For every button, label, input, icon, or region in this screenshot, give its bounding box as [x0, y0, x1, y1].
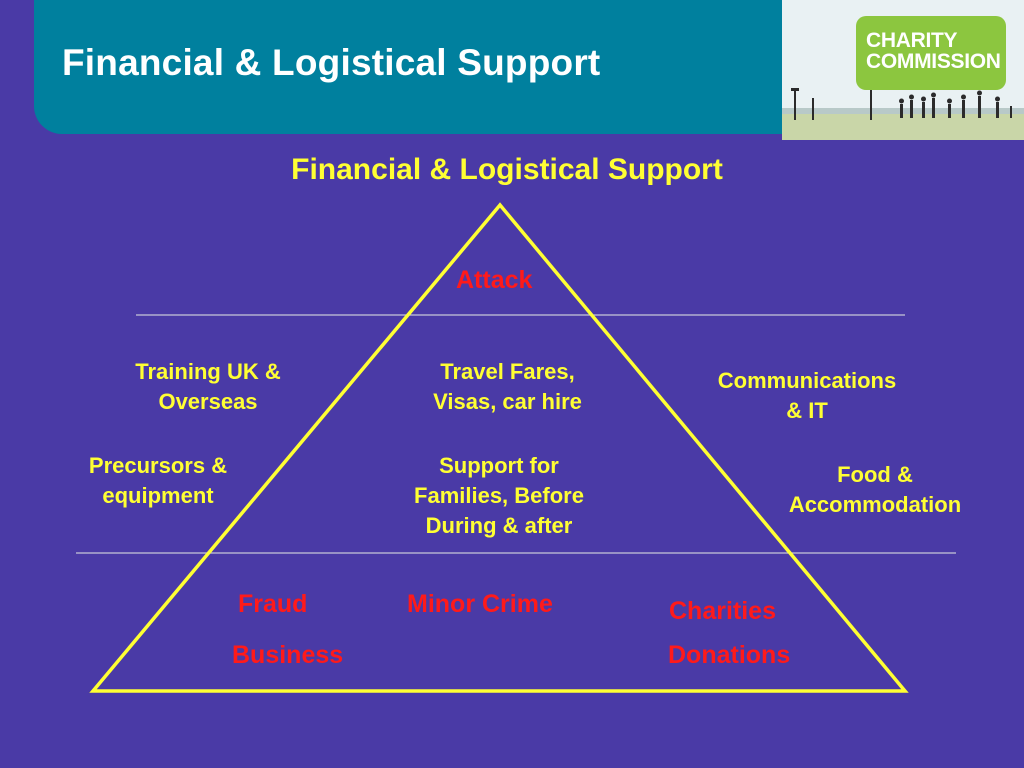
logo-line-2: COMMISSION: [866, 50, 1001, 73]
label-family-support: Support for Families, Before During & af…: [414, 453, 584, 538]
label-donations: Donations: [668, 641, 791, 669]
label-business: Business: [232, 641, 344, 669]
label-charities: Charities: [669, 597, 776, 625]
charity-commission-logo: CHARITY COMMISSION: [856, 16, 1006, 90]
label-travel: Travel Fares, Visas, car hire: [433, 359, 582, 414]
diagram-title: Financial & Logistical Support: [291, 153, 723, 186]
label-food: Food & Accommodation: [788, 462, 962, 517]
logo-line-1: CHARITY: [866, 29, 958, 52]
label-fraud: Fraud: [238, 590, 308, 618]
page-title: Financial & Logistical Support: [62, 42, 601, 83]
title-bar: Financial & Logistical Support: [34, 0, 794, 134]
apex-label-attack: Attack: [456, 266, 533, 294]
pyramid-outline: [89, 202, 909, 693]
label-minor-crime: Minor Crime: [407, 590, 553, 618]
label-precursors: Precursors & equipment: [88, 453, 228, 508]
label-training: Training UK & Overseas: [135, 359, 281, 414]
label-communications: Communications & IT: [717, 368, 897, 423]
